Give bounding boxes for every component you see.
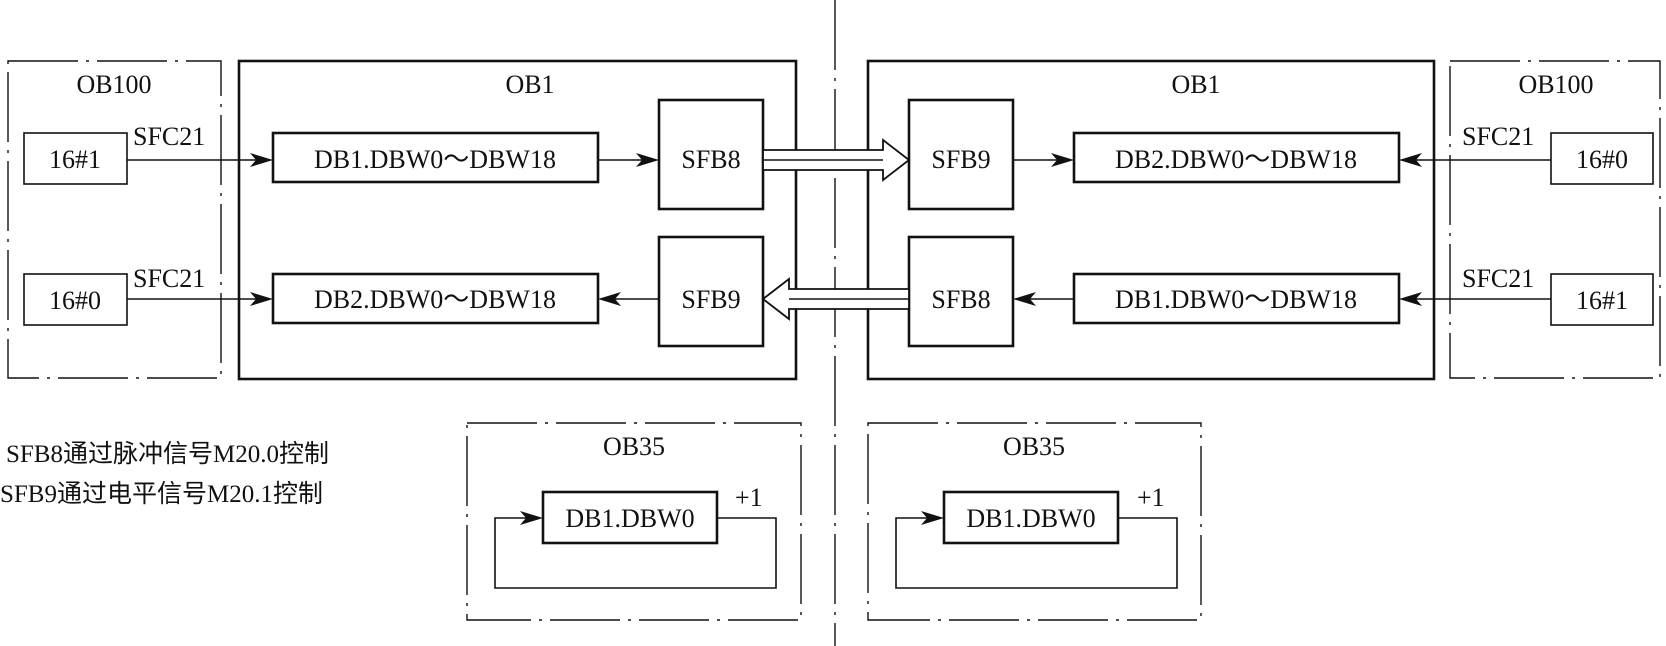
- network-transfer: [761, 138, 911, 321]
- left-ob100-title: OB100: [76, 70, 151, 99]
- left-arrow-recv: [598, 292, 621, 306]
- right-init-value-2: 16#1: [1576, 286, 1628, 315]
- left-sfb9-label: SFB9: [681, 285, 740, 314]
- left-ob35-title: OB35: [603, 432, 665, 461]
- right-ob35-title: OB35: [1003, 432, 1065, 461]
- left-ob35-frame: [466, 422, 802, 621]
- note-sfb8: SFB8通过脉冲信号M20.0控制: [6, 440, 329, 468]
- left-sfb8-label: SFB8: [681, 145, 740, 174]
- right-send-data-box: [1072, 272, 1401, 325]
- right-arrow-send: [1013, 292, 1036, 306]
- left-sfc21-label-1: SFC21: [133, 122, 205, 151]
- right-station: OB1 SFB9 SFB8 DB2.DBW0～DBW18 DB1.DBW0～DB…: [866, 59, 1661, 621]
- left-arrow-send: [636, 153, 659, 167]
- right-sfc21-label-1: SFC21: [1462, 122, 1534, 151]
- right-counter-box: [942, 490, 1120, 545]
- left-station: OB100 16#1 SFC21 16#0 SFC21 OB1 DB1.DBW0…: [7, 59, 802, 621]
- right-recv-data: DB2.DBW0～DBW18: [1115, 145, 1357, 174]
- note-sfb9: SFB9通过电平信号M20.1控制: [0, 480, 323, 508]
- right-send-data: DB1.DBW0～DBW18: [1115, 285, 1357, 314]
- right-arrow-init-1: [1399, 153, 1422, 167]
- right-ob100-frame: [1449, 60, 1661, 379]
- left-counter: DB1.DBW0: [565, 504, 694, 533]
- left-init-value-2: 16#0: [49, 286, 101, 315]
- left-sfc21-label-2: SFC21: [133, 264, 205, 293]
- right-counter: DB1.DBW0: [966, 504, 1095, 533]
- left-send-data-box: [271, 131, 600, 184]
- right-sfb9-label: SFB9: [931, 145, 990, 174]
- left-loop-arrow: [520, 511, 543, 525]
- right-sfb9-block: [907, 98, 1015, 211]
- left-ob1-title: OB1: [505, 70, 554, 99]
- right-increment-loop: [895, 517, 1178, 589]
- left-arrow-init-2: [250, 292, 273, 306]
- left-init-value-1: 16#1: [49, 145, 101, 174]
- right-init-value-1: 16#0: [1576, 145, 1628, 174]
- left-increment-loop: [494, 517, 777, 589]
- right-sfc21-label-2: SFC21: [1462, 264, 1534, 293]
- left-ob100-frame: [7, 60, 222, 379]
- left-counter-box: [541, 490, 719, 545]
- left-recv-data-box: [271, 272, 600, 325]
- left-arrow-init-1: [250, 153, 273, 167]
- right-init-value-1-box: [1550, 132, 1654, 185]
- right-ob1-title: OB1: [1171, 70, 1220, 99]
- right-sfb8-block: [907, 235, 1015, 348]
- left-init-value-1-box: [23, 132, 128, 185]
- left-sfb9-block: [657, 235, 765, 348]
- left-increment: +1: [735, 483, 763, 512]
- right-sfb8-label: SFB8: [931, 285, 990, 314]
- right-arrow-recv: [1051, 153, 1074, 167]
- right-arrow-init-2: [1399, 292, 1422, 306]
- right-increment: +1: [1137, 483, 1165, 512]
- right-loop-arrow: [921, 511, 944, 525]
- right-ob100-title: OB100: [1518, 70, 1593, 99]
- left-send-data: DB1.DBW0～DBW18: [314, 145, 556, 174]
- right-recv-data-box: [1072, 131, 1401, 184]
- left-recv-data: DB2.DBW0～DBW18: [314, 285, 556, 314]
